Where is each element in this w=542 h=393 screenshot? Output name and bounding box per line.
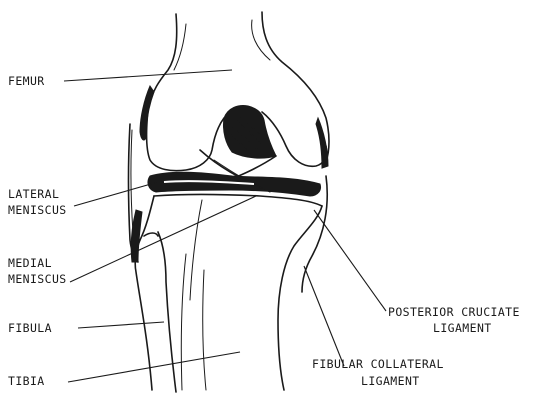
label-fibula: FIBULA xyxy=(8,321,52,335)
leader-lateral-meniscus xyxy=(74,182,158,206)
leader-tibia xyxy=(68,352,240,382)
femur-bone xyxy=(140,12,329,171)
leader-femur xyxy=(64,70,232,81)
label-medial-meniscus-line2: MENISCUS xyxy=(8,272,67,286)
label-tibia: TIBIA xyxy=(8,374,45,388)
collateral-ligaments xyxy=(129,124,328,292)
leader-posterior-cruciate xyxy=(314,210,386,311)
label-lateral-meniscus-line2: MENISCUS xyxy=(8,203,67,217)
menisci xyxy=(148,150,321,196)
label-fibular-collateral-line1: FIBULAR COLLATERAL xyxy=(312,357,444,371)
leader-medial-meniscus xyxy=(70,196,256,282)
label-medial-meniscus-line1: MEDIAL xyxy=(8,256,52,270)
leader-fibula xyxy=(78,322,164,328)
label-femur: FEMUR xyxy=(8,74,45,88)
label-posterior-cruciate-line2: LIGAMENT xyxy=(433,321,492,335)
label-posterior-cruciate-line1: POSTERIOR CRUCIATE xyxy=(388,305,520,319)
leader-fibular-collateral xyxy=(304,266,344,366)
label-lateral-meniscus-line1: LATERAL xyxy=(8,187,59,201)
label-fibular-collateral-line2: LIGAMENT xyxy=(361,374,420,388)
